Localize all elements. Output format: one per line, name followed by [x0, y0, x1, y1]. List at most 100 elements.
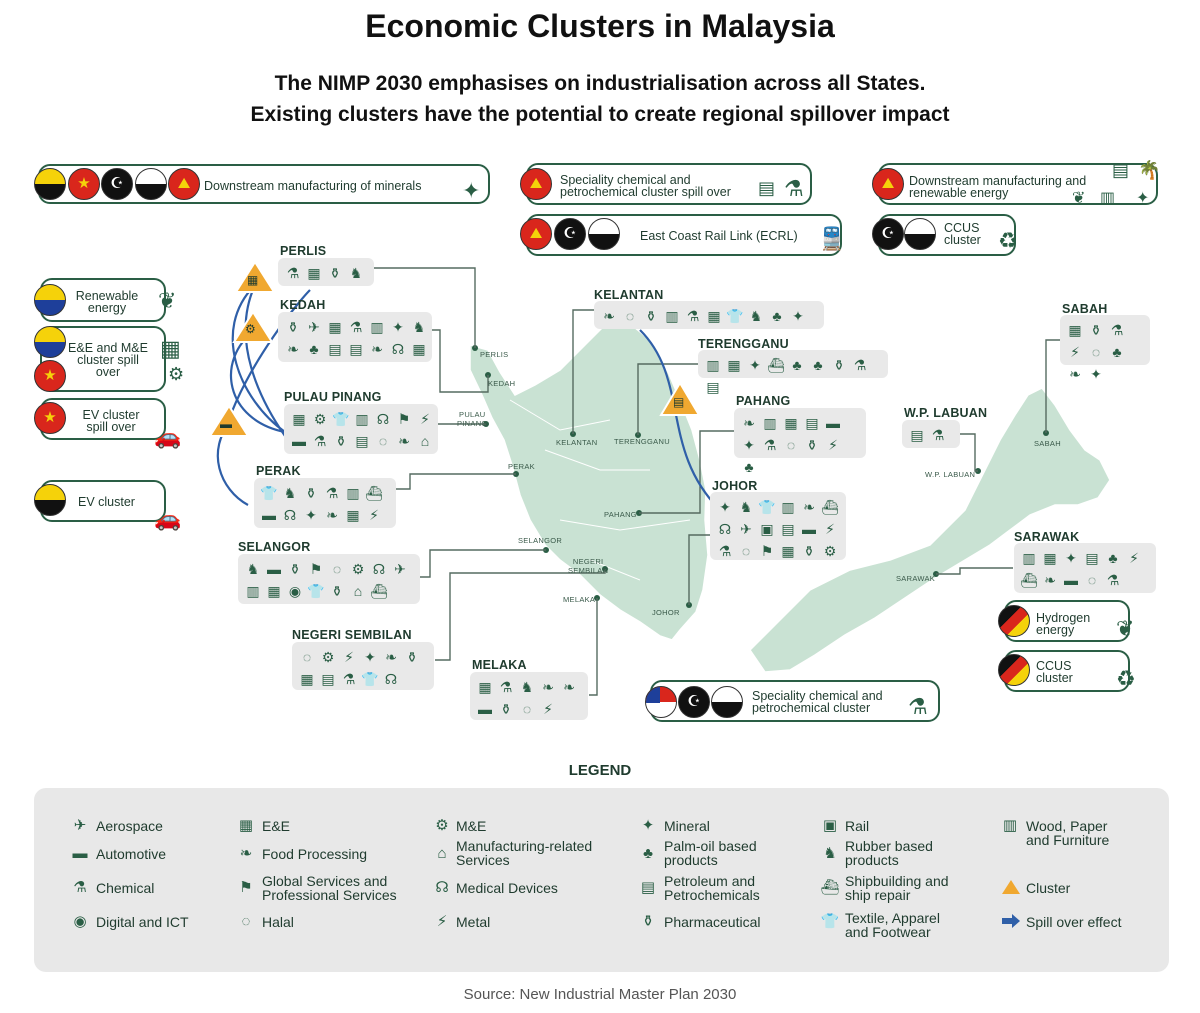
medical-icon: ☊: [718, 521, 732, 537]
wood-icon: ▥: [781, 499, 795, 515]
factory-icon: ⌂: [437, 845, 447, 862]
aerospace-icon: ✈: [308, 319, 320, 335]
car-icon: ▬: [220, 417, 232, 431]
palm-icon: ♣: [772, 308, 782, 324]
flag-pahang-3: [904, 218, 936, 250]
metal-icon: ⚡: [344, 649, 354, 665]
ee-icon: ▦: [346, 507, 360, 523]
petroleum-icon: ▤: [781, 521, 795, 537]
medical-icon: ☊: [376, 411, 390, 427]
palm-icon: ♣: [792, 357, 802, 373]
train-icon: 🚆: [818, 226, 846, 251]
ee-icon: ▦: [328, 319, 342, 335]
flag-sarawak: [998, 605, 1030, 637]
panel-sabah: ▦⚱⚗⚡ ◌♣❧✦: [1060, 315, 1150, 382]
chemical-icon: ⚗: [853, 357, 867, 373]
flag-terengganu: ☪: [101, 168, 133, 200]
mineral-icon: ✦: [392, 319, 404, 335]
ee-icon: ▦: [784, 415, 798, 431]
legend: [34, 788, 1169, 972]
map-label-wp-labuan: W.P. LABUAN: [925, 470, 976, 479]
map-label-johor: JOHOR: [652, 608, 680, 617]
leaf-icon: ❦: [1072, 190, 1086, 207]
halal-icon: ◌: [741, 543, 751, 559]
callout-speciality-text: Speciality chemical and petrochemical cl…: [752, 689, 883, 715]
food-icon: ❧: [287, 341, 299, 357]
food-icon: ❧: [563, 679, 575, 695]
petroleum-icon: ▤: [355, 433, 369, 449]
state-title-melaka: MELAKA: [472, 658, 527, 672]
callout-downstream-re-text: Downstream manufacturing and renewable e…: [909, 174, 1087, 200]
state-title-johor: JOHOR: [712, 479, 758, 493]
callout-ee-me-text: E&E and M&E cluster spill over: [68, 341, 148, 379]
legend-spill: Spill over effect: [1026, 914, 1122, 930]
metal-icon: ⚡: [825, 521, 835, 537]
callout-ccus-sarawak-text: CCUS cluster: [1036, 659, 1073, 685]
medical-icon: ☊: [435, 879, 449, 896]
food-icon: ❧: [1069, 366, 1081, 382]
mineral-icon: ✦: [364, 649, 376, 665]
textile-icon: 👕: [361, 671, 379, 687]
subtitle-line-2: Existing clusters have the potential to …: [250, 103, 950, 126]
ee-icon: ▦: [238, 817, 254, 834]
chip-icon: ▦: [160, 336, 181, 361]
callout-renewable-text: Renewable energy: [75, 289, 139, 315]
food-icon: ❧: [1044, 572, 1056, 588]
peninsular-malaysia-shape: [469, 321, 709, 641]
petroleum-icon: ▤: [910, 427, 924, 443]
flag-selangor-2: [34, 326, 66, 358]
ee-icon: ▦: [267, 583, 281, 599]
panel-wp-labuan: ▤⚗: [902, 420, 960, 448]
wood-icon: ▥: [763, 415, 777, 431]
digital-icon: ◉: [288, 583, 302, 599]
halal-icon: ◌: [302, 649, 312, 665]
flag-sabah: ⛰: [168, 168, 200, 200]
state-title-kelantan: KELANTAN: [594, 288, 664, 302]
legend-me: M&E: [456, 818, 487, 834]
pharmaceutical-icon: ⚱: [641, 913, 655, 930]
pharmaceutical-icon: ⚱: [329, 265, 341, 281]
chemical-icon: ⚗: [499, 679, 513, 695]
legend-digital: Digital and ICT: [96, 914, 189, 930]
metal-icon: ⚡: [1070, 344, 1080, 360]
textile-icon: 👕: [820, 913, 840, 930]
food-icon: ❧: [239, 845, 253, 862]
food-icon: ❧: [803, 499, 815, 515]
textile-icon: 👕: [307, 583, 325, 599]
flag-sabah-3: ⛰: [520, 218, 552, 250]
halal-icon: ◌: [378, 433, 388, 449]
ee-icon: ▦: [300, 671, 314, 687]
food-icon: ❧: [398, 433, 410, 449]
state-title-sabah: SABAH: [1062, 302, 1108, 316]
cluster-triangles: [208, 260, 701, 437]
panel-melaka: ▦⚗♞❧❧ ▬⚱◌⚡: [470, 672, 588, 720]
state-title-sarawak: SARAWAK: [1014, 530, 1080, 544]
palm-icon: ♣: [309, 341, 319, 357]
pharmaceutical-icon: ⚱: [806, 437, 818, 453]
food-icon: ❧: [603, 308, 615, 324]
flag-kelantan-2: ★: [34, 360, 66, 392]
mineral-icon: ✦: [743, 437, 755, 453]
textile-icon: 👕: [758, 499, 776, 515]
legend-metal: Metal: [456, 914, 491, 930]
page-title: Economic Clusters in Malaysia: [365, 8, 835, 44]
chemical-icon: ⚗: [73, 879, 87, 896]
wood-icon: ▥: [665, 308, 679, 324]
state-title-pulau-pinang: PULAU PINANG: [284, 390, 382, 404]
chemical-icon: ⚗: [931, 427, 945, 443]
food-icon: ❧: [371, 341, 383, 357]
pharmaceutical-icon: ⚱: [803, 543, 815, 559]
textile-icon: 👕: [260, 485, 278, 501]
mineral-icon: ✦: [1136, 190, 1150, 207]
flag-pahang-2: [588, 218, 620, 250]
petroleum-icon: ▤: [1085, 550, 1099, 566]
flag-kelantan: ★: [68, 168, 100, 200]
robot-arm-icon: ⚙: [168, 364, 185, 384]
legend-title: LEGEND: [568, 762, 632, 779]
legend-food: Food Processing: [262, 846, 368, 862]
cluster-triangle-icon: [1002, 880, 1020, 894]
legend-halal: Halal: [262, 914, 294, 930]
